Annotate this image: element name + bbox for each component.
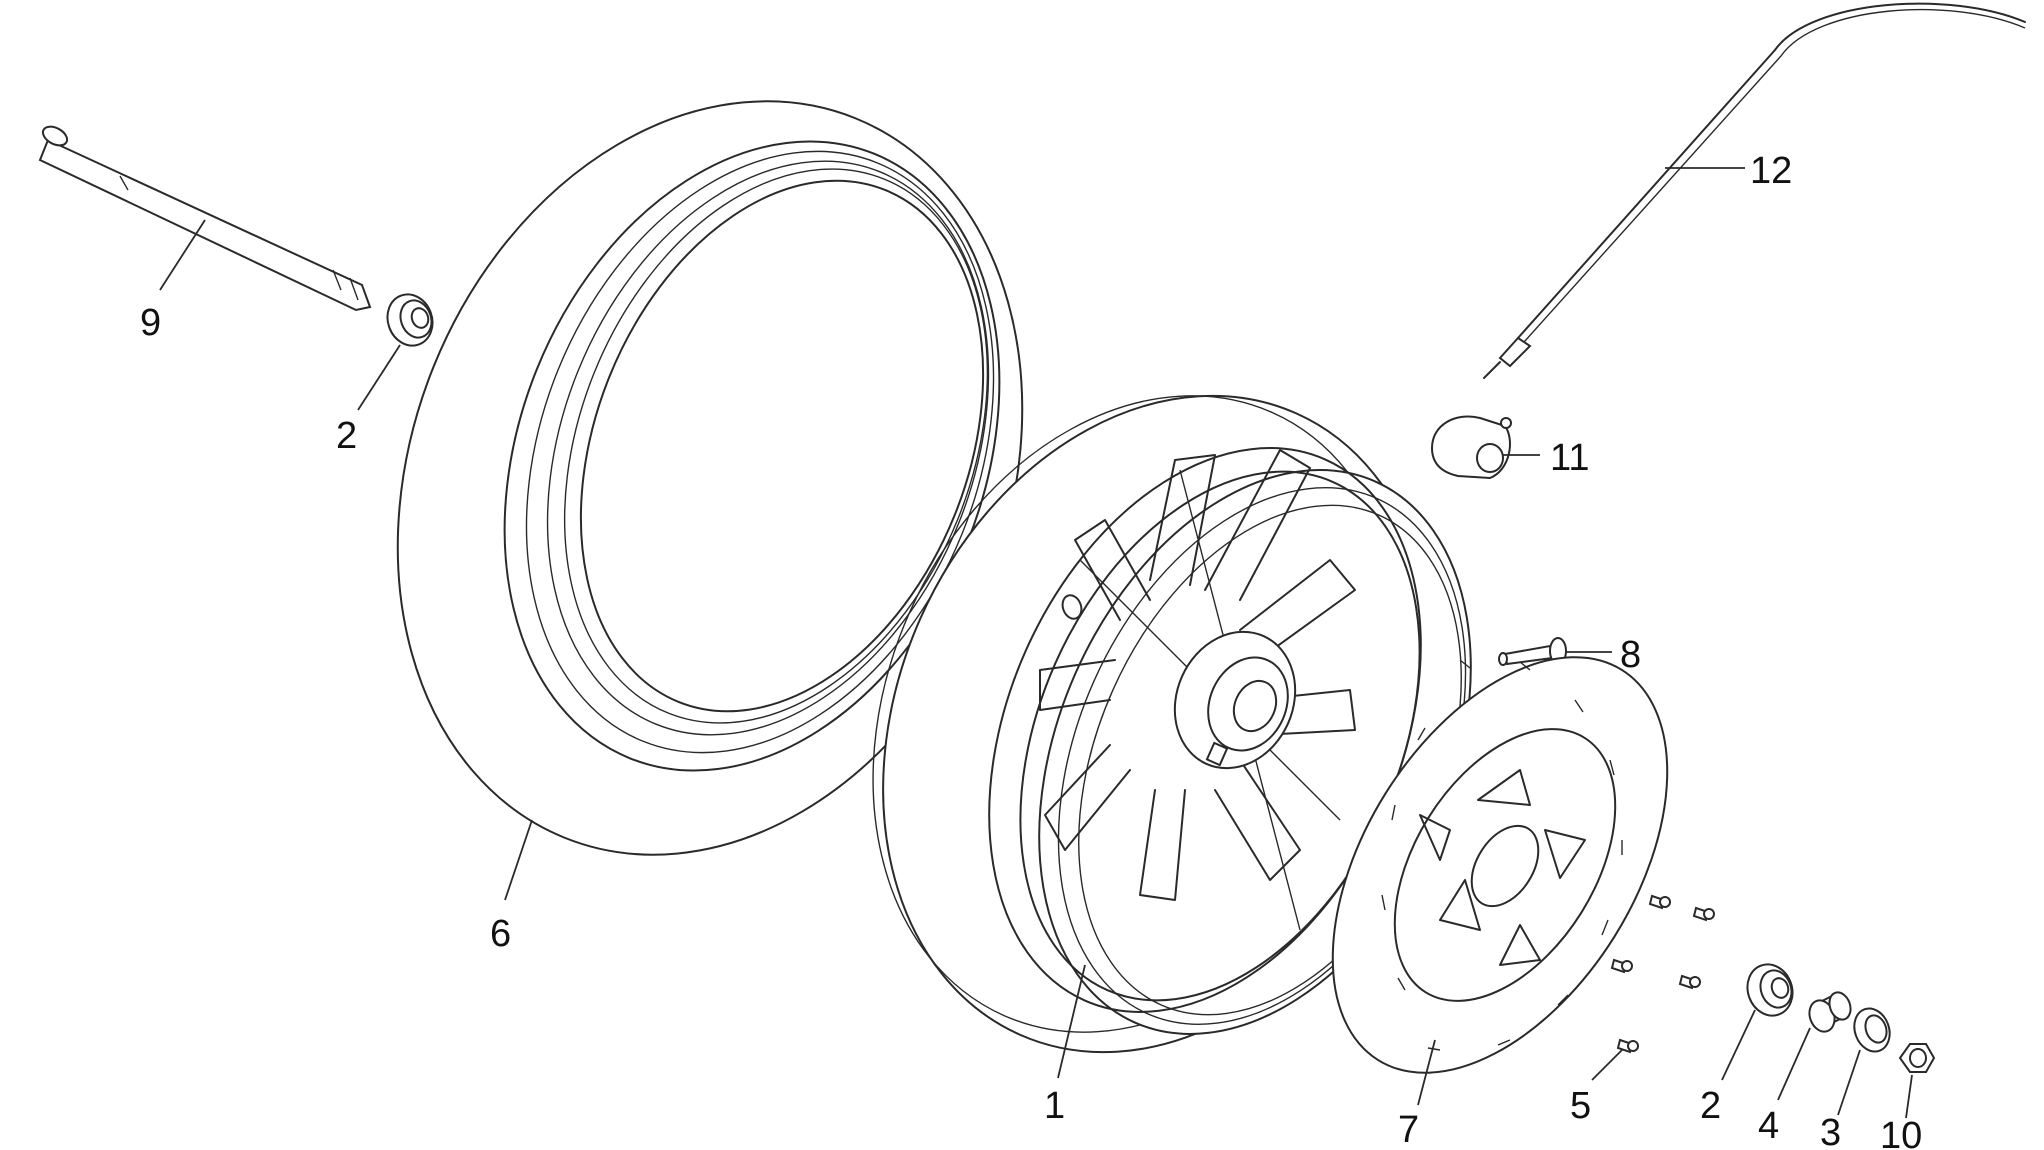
disc-screw (1616, 1038, 1639, 1054)
leader-lines (159, 167, 1913, 1119)
brake-disc-part[interactable] (1264, 598, 1737, 1131)
callout-2-right: 2 (1700, 1085, 1721, 1127)
spacer-part[interactable] (1805, 989, 1854, 1035)
disc-screw (1648, 894, 1671, 910)
callout-2-left: 2 (336, 415, 357, 457)
callout-3: 3 (1820, 1112, 1841, 1150)
callout-11: 11 (1550, 437, 1589, 479)
callout-9: 9 (140, 302, 161, 344)
bearing-right-part[interactable] (1740, 958, 1799, 1022)
disc-screws-part[interactable] (1610, 894, 1715, 1054)
callout-6: 6 (490, 913, 511, 955)
leader-7 (1417, 1039, 1436, 1106)
nut-part[interactable] (1898, 1043, 1936, 1073)
leader-10 (1905, 1074, 1913, 1119)
leader-1 (1057, 964, 1086, 1079)
leader-3 (1837, 1049, 1861, 1116)
leader-6 (504, 819, 533, 901)
callout-10: 10 (1880, 1115, 1922, 1150)
leader-2-left (357, 344, 401, 411)
callout-12: 12 (1750, 150, 1792, 192)
callout-4: 4 (1758, 1105, 1779, 1147)
callout-5: 5 (1570, 1085, 1591, 1127)
callout-8: 8 (1620, 634, 1641, 676)
speedo-cable-part[interactable] (1483, 2, 2026, 379)
disc-screw (1610, 958, 1633, 974)
washer-part[interactable] (1849, 1004, 1896, 1057)
leader-2-right (1721, 1009, 1756, 1081)
rim-hub (1173, 630, 1297, 770)
disc-screw (1678, 974, 1701, 990)
disc-screw (1692, 906, 1715, 922)
bearing-left-part[interactable] (380, 288, 439, 352)
leader-4 (1777, 1027, 1811, 1101)
callout-labels: 9 2 6 1 12 11 8 7 5 2 4 3 10 (140, 150, 1922, 1150)
rim-spokes (1039, 449, 1356, 931)
speedo-drive-part[interactable] (1430, 415, 1512, 480)
callout-7: 7 (1398, 1109, 1419, 1150)
leader-5 (1591, 1049, 1623, 1081)
leader-9 (159, 219, 206, 291)
callout-1: 1 (1044, 1085, 1065, 1127)
axle-part[interactable] (38, 123, 372, 312)
